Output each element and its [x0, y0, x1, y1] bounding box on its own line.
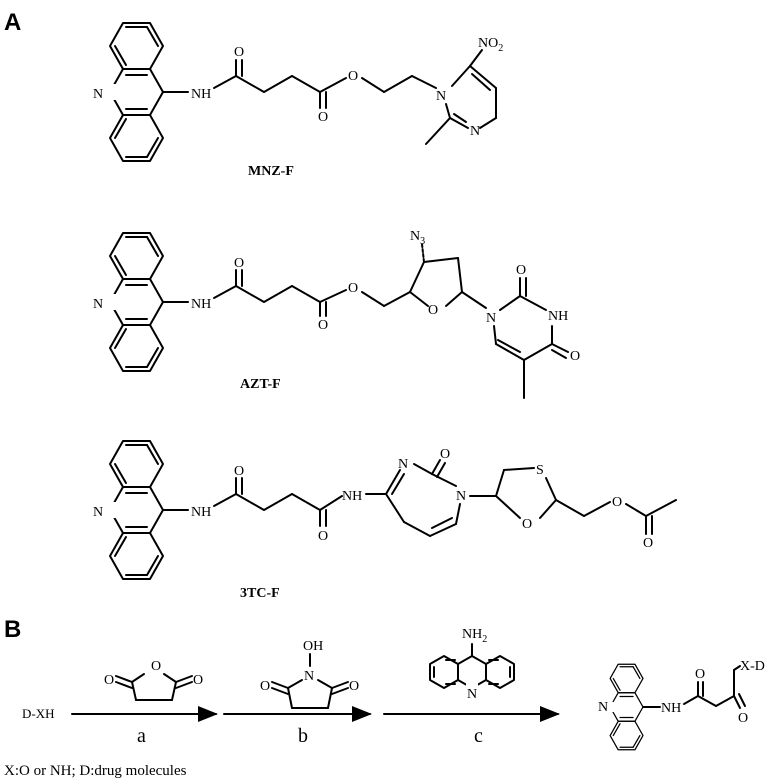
molecule-mnz-f: N NH O O O N N NO2 MNZ-F	[93, 22, 503, 179]
acridine-n-label: N	[93, 87, 103, 102]
carbonyl-o-label: O	[234, 464, 244, 479]
thymine-o2-label: O	[516, 263, 526, 278]
nhs-o-left: O	[260, 679, 270, 694]
acridine-n-label: N	[93, 297, 103, 312]
thiolane-o-label: O	[522, 517, 532, 532]
azide-subscript: 3	[420, 236, 425, 247]
ester-o-label: O	[348, 281, 358, 296]
cytosine-o2-label: O	[440, 447, 450, 462]
acetate-carbonyl-o-label: O	[643, 536, 653, 551]
panel-label-b: B	[4, 616, 21, 643]
cytosine-n1-label: N	[456, 489, 466, 504]
product-acridine-n: N	[598, 700, 608, 715]
amide2-nh-label: NH	[342, 489, 362, 504]
amino-subscript: 2	[482, 634, 487, 645]
thiolane-s-label: S	[536, 463, 544, 478]
aminoacridine-n-label: N	[467, 687, 477, 702]
amide2-o-label: O	[318, 529, 328, 544]
reagent-aminoacridine: NH2 N	[429, 627, 515, 702]
thymine-o4-label: O	[570, 349, 580, 364]
step-label-a: a	[137, 725, 146, 747]
azide-n: N	[410, 229, 420, 244]
product-xd-label: X-D	[740, 659, 765, 674]
anhydride-o-right: O	[193, 673, 203, 688]
product-molecule: N NH O O X-D	[598, 659, 765, 751]
synthesis-scheme: D-XH O O O a OH N	[4, 627, 765, 779]
ester-o-label: O	[348, 69, 358, 84]
cytosine-n3-label: N	[398, 457, 408, 472]
amino-nh: NH	[462, 627, 482, 642]
nhs-n-label: N	[304, 669, 314, 684]
nitro-label: NO2	[478, 36, 503, 54]
anhydride-ring-o: O	[151, 659, 161, 674]
ester-carbonyl-o-label: O	[318, 318, 328, 333]
imidazole-n3-label: N	[470, 124, 480, 139]
imidazole-n1-label: N	[436, 89, 446, 104]
molecule-3tc-f: N NH O O NH N O N S	[93, 440, 677, 601]
product-nh-label: NH	[661, 701, 681, 716]
compound-name-azt-f: AZT-F	[240, 377, 281, 392]
panel-label-a: A	[4, 9, 21, 36]
carbonyl-o-label: O	[234, 256, 244, 271]
sugar-o-label: O	[428, 303, 438, 318]
molecule-azt-f: N NH O O O O N3 N O NH	[93, 229, 580, 399]
nitro-no: NO	[478, 36, 498, 51]
anhydride-o-left: O	[104, 673, 114, 688]
ester-carbonyl-o-label: O	[318, 110, 328, 125]
nitro-subscript: 2	[498, 43, 503, 54]
product-carbonyl-o: O	[695, 667, 705, 682]
acridine-n-label: N	[93, 505, 103, 520]
nhs-o-right: O	[349, 679, 359, 694]
compound-name-3tc-f: 3TC-F	[240, 586, 280, 601]
amide-nh-label: NH	[191, 297, 211, 312]
step-label-c: c	[474, 725, 483, 747]
step-label-b: b	[298, 725, 308, 747]
reagent-succinic-anhydride: O O O	[104, 659, 203, 701]
compound-name-mnz-f: MNZ-F	[248, 164, 294, 179]
starting-material-label: D-XH	[22, 706, 55, 721]
thymine-nh-label: NH	[548, 309, 568, 324]
amino-label: NH2	[462, 627, 487, 645]
reagent-nhs: OH N O O	[260, 639, 359, 709]
carbonyl-o-label: O	[234, 45, 244, 60]
azide-label: N3	[410, 229, 425, 247]
acetate-o-label: O	[612, 495, 622, 510]
amide-nh-label: NH	[191, 505, 211, 520]
scheme-footnote: X:O or NH; D:drug molecules	[4, 763, 187, 779]
thymine-n1-label: N	[486, 311, 496, 326]
nhs-oh-label: OH	[303, 639, 323, 654]
amide-nh-label: NH	[191, 87, 211, 102]
product-ester-o: O	[738, 711, 748, 726]
